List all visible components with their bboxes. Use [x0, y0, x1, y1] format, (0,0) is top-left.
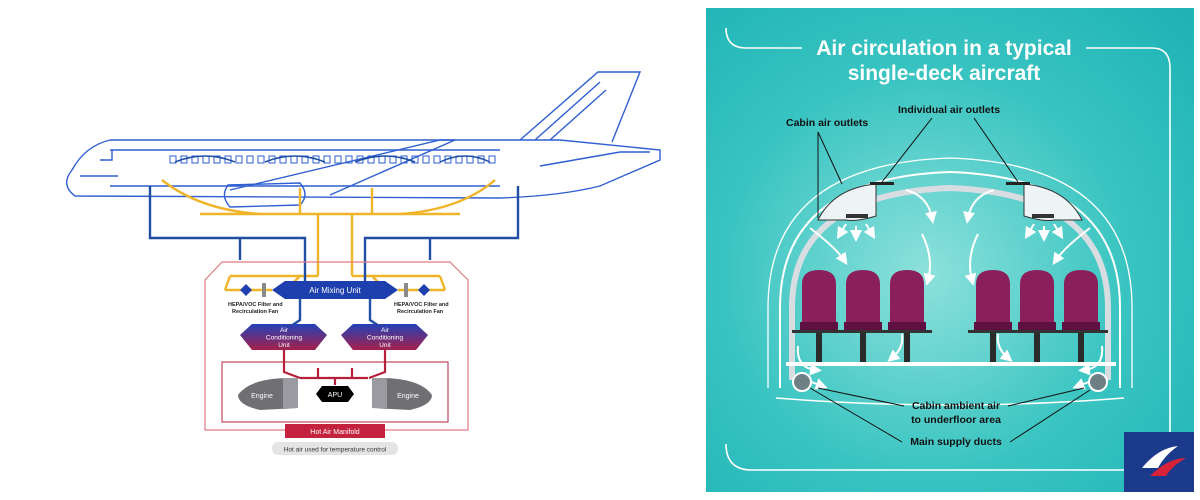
- cabin-ambient-label-1: Cabin ambient air: [912, 400, 1000, 412]
- hot-air-note: Hot air used for temperature control: [272, 442, 398, 455]
- cabin-window: [488, 155, 496, 164]
- ceiling-outlet-right: [1006, 182, 1030, 185]
- callout-individual-air-outlets: Individual air outlets: [881, 104, 1019, 183]
- hepa-filter-left: HEPA/VOC Filter and Recirculation Fan: [228, 283, 283, 315]
- cabin-window: [422, 155, 430, 164]
- hepa-filter-right: HEPA/VOC Filter and Recirculation Fan: [394, 283, 449, 315]
- air-mixing-unit-label: Air Mixing Unit: [309, 286, 361, 295]
- seat-row-right: [968, 270, 1108, 362]
- callout-cabin-ambient-air: Cabin ambient air to underfloor area: [817, 387, 1085, 426]
- overhead-bin-left: [817, 183, 877, 221]
- hepa-filter-right-label-1: HEPA/VOC Filter and: [394, 302, 449, 308]
- manifold-loop: [221, 361, 449, 423]
- malaysia-airlines-logo: [1124, 432, 1194, 492]
- cabin-window: [213, 155, 221, 164]
- ac-left-label-3: Unit: [278, 342, 290, 349]
- cabin-window: [257, 155, 265, 164]
- cabin-window: [224, 155, 232, 164]
- engine-right: Engine: [372, 378, 432, 410]
- air-conditioning-unit-left: Air Conditioning Unit: [240, 324, 327, 350]
- engine-right-label: Engine: [397, 393, 419, 400]
- air-mixing-unit: Air Mixing Unit: [272, 281, 398, 299]
- callout-cabin-air-outlets: Cabin air outlets: [786, 117, 868, 218]
- cabin-window: [334, 155, 342, 164]
- cabin-window: [378, 155, 386, 164]
- cabin-air-circulation-infographic: Air circulation in a typical single-deck…: [706, 8, 1194, 492]
- ac-right-label-1: Air: [381, 327, 390, 334]
- main-supply-duct-right: [1088, 372, 1108, 392]
- recirculated-air-paths: [161, 179, 496, 292]
- cabin-ambient-label-2: to underfloor area: [911, 414, 1001, 426]
- cabin-floor: [786, 362, 1116, 366]
- overhead-bin-right: [1023, 183, 1083, 221]
- title-line-2: single-deck aircraft: [848, 62, 1041, 85]
- hot-air-paths: [282, 350, 387, 385]
- conditioning-bay-enclosure: [204, 261, 469, 431]
- cabin-window: [367, 155, 375, 164]
- hepa-filter-right-label-2: Recirculation Fan: [397, 309, 444, 315]
- cabin-window: [323, 155, 331, 164]
- cabin-window: [202, 155, 210, 164]
- cabin-window: [433, 155, 441, 164]
- cabin-window: [246, 155, 254, 164]
- ceiling-outlet-left: [870, 182, 894, 185]
- hepa-filter-left-label-2: Recirculation Fan: [232, 309, 279, 315]
- seat-row-left: [792, 270, 932, 362]
- ac-right-label-2: Conditioning: [367, 335, 404, 342]
- engine-left: Engine: [238, 378, 298, 410]
- individual-air-outlets-label: Individual air outlets: [898, 104, 1000, 116]
- hot-air-note-label: Hot air used for temperature control: [284, 447, 387, 454]
- aircraft-air-system-diagram: Air Mixing Unit HEPA/VOC Filter and Reci…: [66, 71, 661, 455]
- title-line-1: Air circulation in a typical: [816, 37, 1072, 60]
- apu: APU: [316, 386, 354, 402]
- callout-main-supply-ducts: Main supply ducts: [809, 387, 1091, 448]
- cabin-window: [268, 155, 276, 164]
- cabin-window: [411, 155, 419, 164]
- apu-label: APU: [328, 392, 342, 399]
- hot-air-manifold-label: Hot Air Manifold: [310, 429, 360, 436]
- cabin-circulation-arrows: [174, 155, 491, 163]
- cabin-window: [169, 155, 177, 164]
- aircraft-outline: [66, 71, 661, 208]
- hepa-filter-left-label-1: HEPA/VOC Filter and: [228, 302, 283, 308]
- hot-air-manifold: Hot Air Manifold: [285, 424, 385, 438]
- main-supply-ducts-label: Main supply ducts: [910, 436, 1002, 448]
- ac-right-label-3: Unit: [379, 342, 391, 349]
- fuselage-cross-section: [767, 157, 1133, 406]
- seat-rail: [968, 330, 1108, 333]
- ac-left-label-2: Conditioning: [266, 335, 303, 342]
- main-supply-duct-left: [792, 372, 812, 392]
- ac-left-label-1: Air: [280, 327, 289, 334]
- infographic-background: [706, 8, 1194, 492]
- passenger-seat: [888, 270, 926, 362]
- passenger-seat: [800, 270, 838, 362]
- cabin-air-outlets-label: Cabin air outlets: [786, 117, 868, 129]
- air-conditioning-unit-right: Air Conditioning Unit: [341, 324, 428, 350]
- passenger-seat: [844, 270, 882, 362]
- cabin-window: [235, 155, 243, 164]
- seat-rail: [792, 330, 932, 333]
- cabin-window: [290, 155, 298, 164]
- engine-left-label: Engine: [251, 393, 273, 400]
- cabin-window: [345, 155, 353, 164]
- passenger-seat: [974, 270, 1012, 362]
- passenger-seat: [1062, 270, 1100, 362]
- airflow-arrows: [796, 189, 1104, 390]
- passenger-seat: [1018, 270, 1056, 362]
- cabin-window: [279, 155, 287, 164]
